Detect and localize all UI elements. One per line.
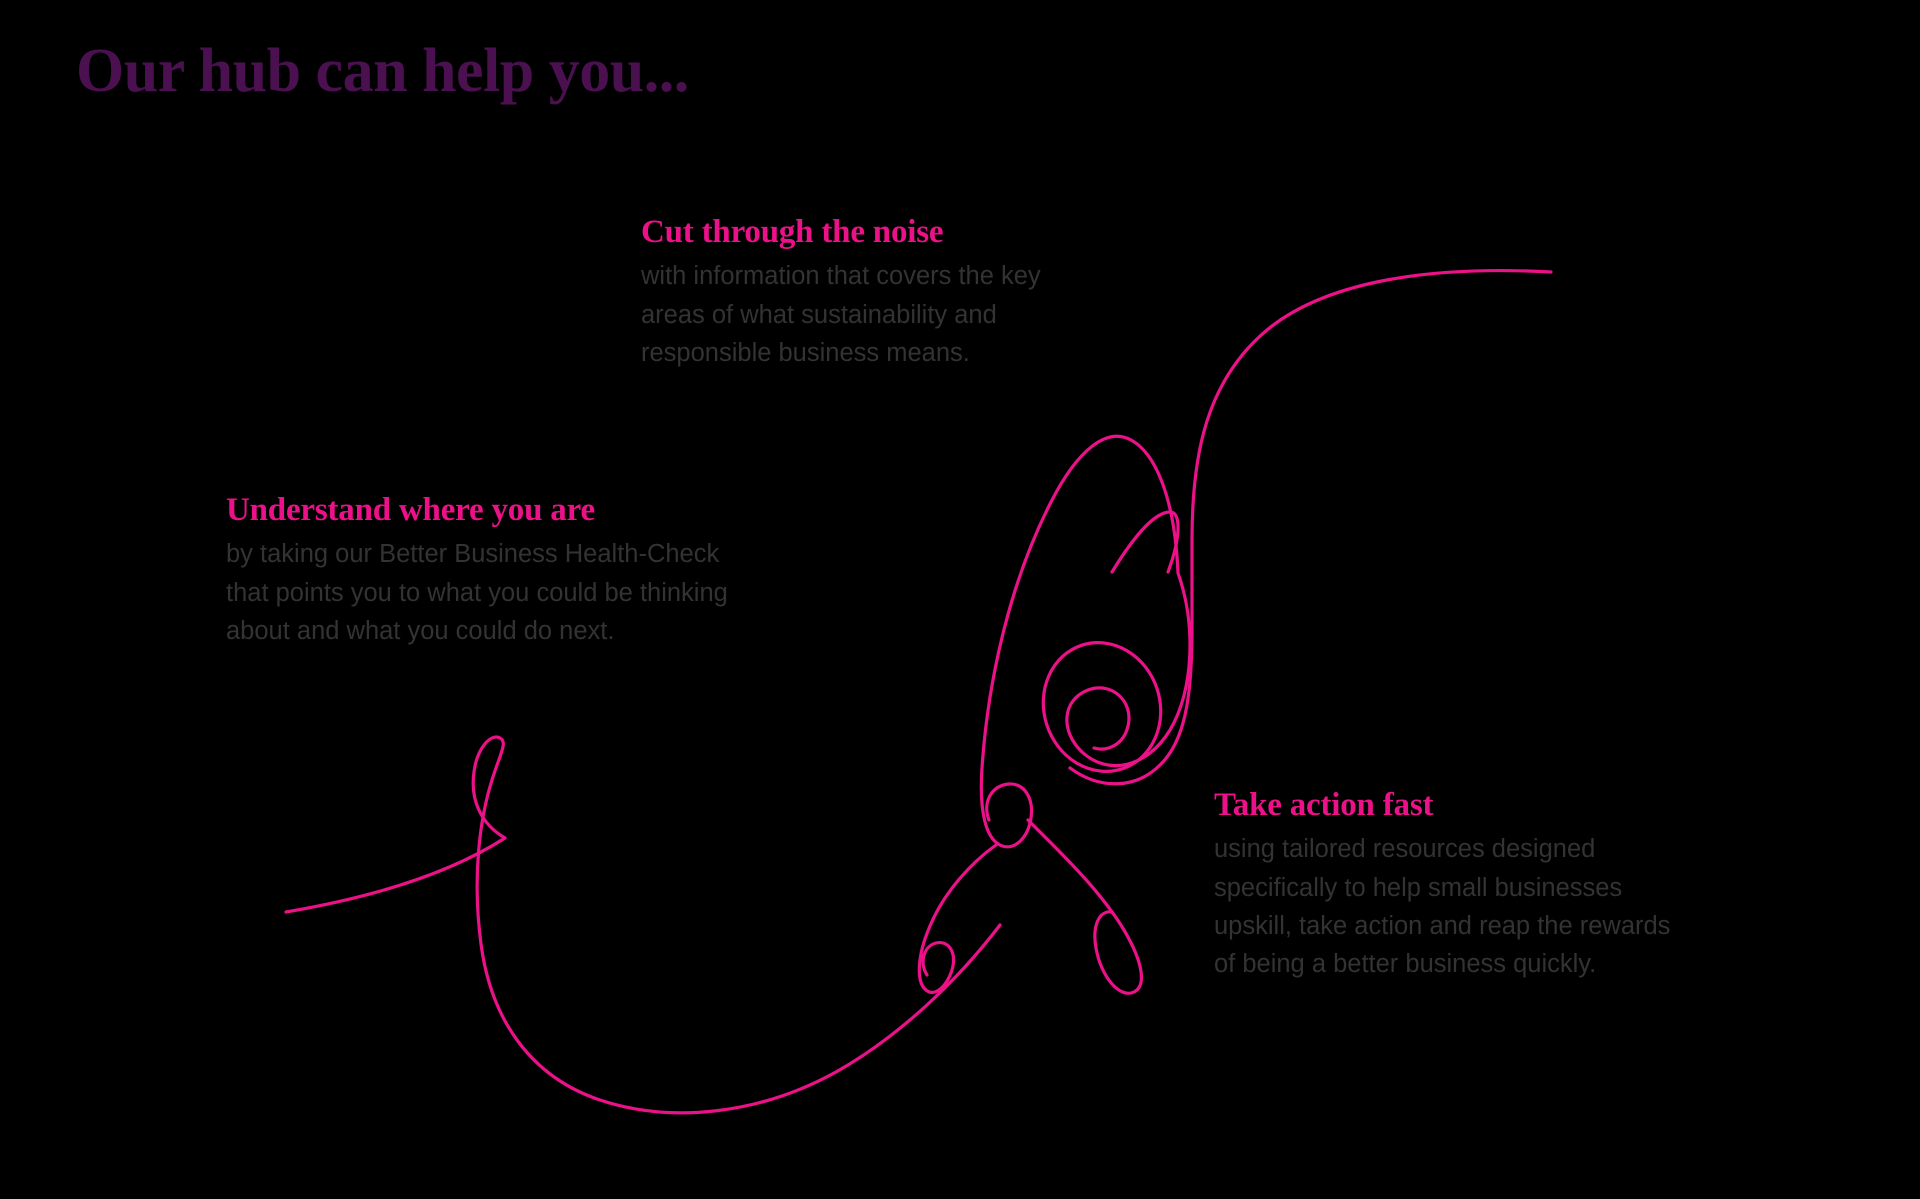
feature-heading-understand-where-you-are: Understand where you are — [226, 492, 595, 528]
feature-heading-take-action-fast: Take action fast — [1214, 787, 1434, 823]
feature-heading-cut-through-the-noise: Cut through the noise — [641, 214, 944, 250]
feature-block-cut-through-the-noise: Cut through the noise with information t… — [641, 214, 1041, 372]
page-title: Our hub can help you... — [76, 37, 689, 105]
feature-body-understand-where-you-are: by taking our Better Business Health-Che… — [226, 540, 728, 645]
rocket-outline-path — [979, 434, 1192, 849]
exhaust-trail-path — [284, 735, 1002, 1115]
rocket-window-icon — [1041, 641, 1163, 773]
feature-block-take-action-fast: Take action fast using tailored resource… — [1214, 787, 1670, 983]
feature-body-take-action-fast: using tailored resources designed specif… — [1214, 835, 1671, 979]
vapour-trail-path — [1068, 269, 1553, 786]
rocket-body-left-path — [1110, 510, 1180, 574]
feature-block-understand-where-you-are: Understand where you are by taking our B… — [226, 492, 728, 650]
feature-body-cut-through-the-noise: with information that covers the key are… — [641, 262, 1041, 367]
rocket-fins-path — [917, 818, 1143, 995]
